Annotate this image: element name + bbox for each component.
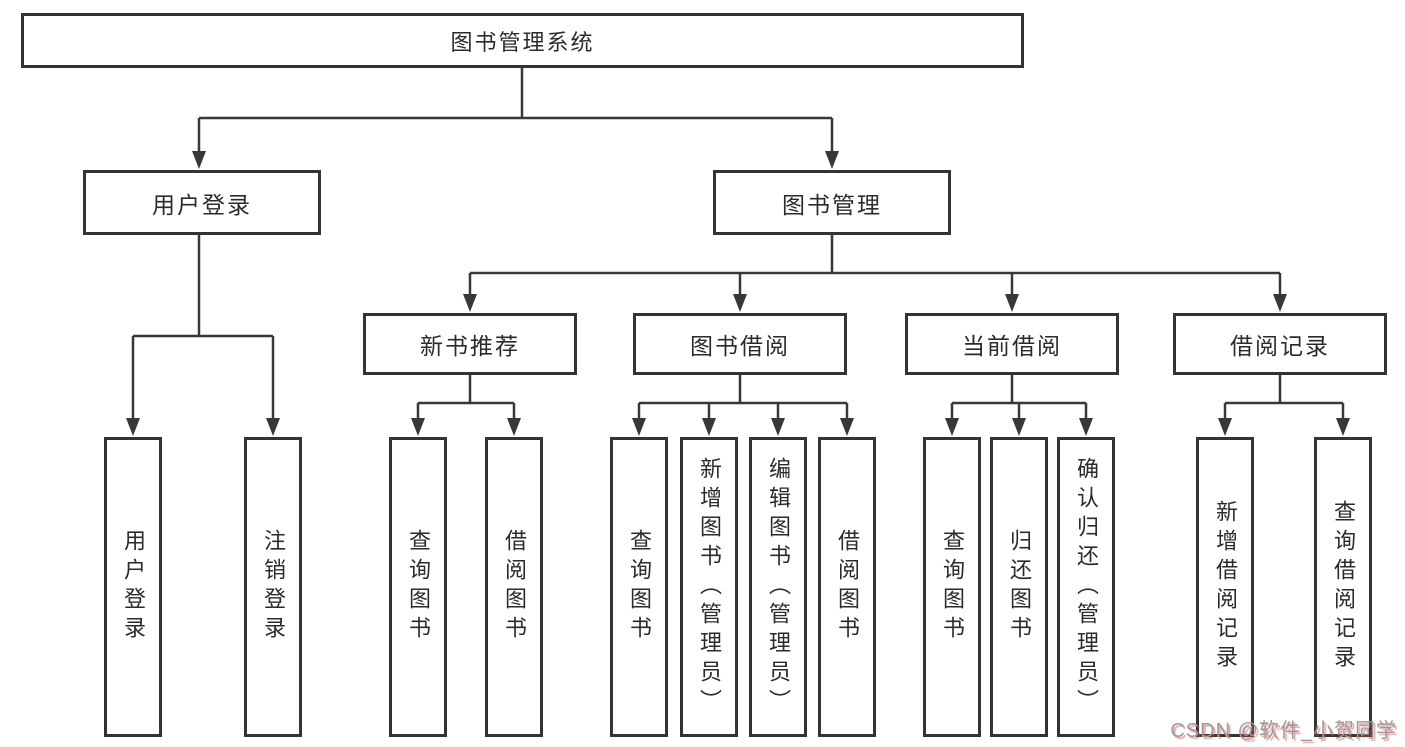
leaf-add-book-admin: 新增图书（管理员） (680, 437, 738, 737)
leaf-query-books-recommend: 查询图书 (389, 437, 447, 737)
leaf-query-books-recommend-label: 查询图书 (406, 529, 431, 645)
leaf-borrow-books: 借阅图书 (818, 437, 876, 737)
csdn-watermark: CSDN @软件_小贺同学 (1170, 720, 1397, 742)
leaf-query-books-current: 查询图书 (923, 437, 981, 737)
leaf-logout: 注销登录 (244, 437, 302, 737)
leaf-logout-label: 注销登录 (261, 529, 286, 645)
leaf-borrow-books-recommend-label: 借阅图书 (502, 529, 527, 645)
leaf-return-book-label: 归还图书 (1007, 529, 1032, 645)
node-book-borrow-label: 图书借阅 (690, 333, 790, 359)
node-user-login-label: 用户登录 (152, 191, 252, 218)
leaf-add-borrow-record: 新增借阅记录 (1196, 437, 1254, 737)
leaf-query-borrow-record: 查询借阅记录 (1314, 437, 1372, 737)
leaf-confirm-return-admin-label: 确认归还（管理员） (1074, 456, 1099, 718)
leaf-query-books-borrow-label: 查询图书 (627, 529, 652, 645)
leaf-confirm-return-admin: 确认归还（管理员） (1057, 437, 1115, 737)
node-borrow-records: 借阅记录 (1173, 313, 1387, 375)
node-new-book-recommend-label: 新书推荐 (420, 333, 520, 359)
node-book-management-label: 图书管理 (782, 191, 882, 218)
leaf-add-borrow-record-label: 新增借阅记录 (1213, 500, 1238, 674)
node-book-borrow: 图书借阅 (633, 313, 847, 375)
leaf-query-borrow-record-label: 查询借阅记录 (1331, 500, 1356, 674)
leaf-user-login: 用户登录 (104, 437, 162, 737)
leaf-borrow-books-recommend: 借阅图书 (485, 437, 543, 737)
node-root-label: 图书管理系统 (450, 29, 595, 55)
leaf-query-books-borrow: 查询图书 (610, 437, 668, 737)
node-root: 图书管理系统 (21, 13, 1024, 68)
node-user-login: 用户登录 (83, 170, 321, 235)
leaf-edit-book-admin-label: 编辑图书（管理员） (766, 456, 791, 718)
leaf-return-book: 归还图书 (990, 437, 1048, 737)
leaf-user-login-label: 用户登录 (121, 529, 146, 645)
node-current-borrow-label: 当前借阅 (962, 333, 1062, 359)
node-current-borrow: 当前借阅 (905, 313, 1119, 375)
arrowheads (126, 151, 1350, 436)
leaf-borrow-books-label: 借阅图书 (835, 529, 860, 645)
node-borrow-records-label: 借阅记录 (1230, 333, 1330, 359)
leaf-add-book-admin-label: 新增图书（管理员） (697, 456, 722, 718)
leaf-query-books-current-label: 查询图书 (940, 529, 965, 645)
node-new-book-recommend: 新书推荐 (363, 313, 577, 375)
node-book-management: 图书管理 (713, 170, 951, 235)
leaf-edit-book-admin: 编辑图书（管理员） (749, 437, 807, 737)
